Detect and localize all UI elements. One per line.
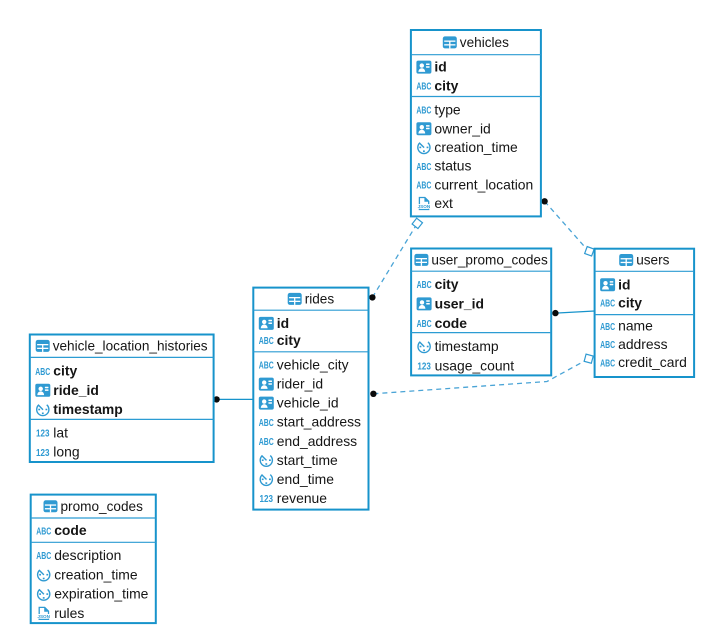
svg-text:123: 123	[260, 494, 274, 505]
svg-text:ABC: ABC	[600, 340, 615, 351]
svg-text:city: city	[618, 294, 642, 310]
svg-text:rules: rules	[54, 605, 84, 621]
svg-text:start_address: start_address	[277, 414, 361, 430]
svg-text:user_id: user_id	[435, 296, 484, 312]
svg-text:credit_card: credit_card	[618, 354, 687, 370]
svg-text:ABC: ABC	[416, 82, 431, 93]
svg-text:vehicles: vehicles	[460, 35, 509, 50]
svg-text:owner_id: owner_id	[434, 120, 490, 136]
svg-text:JSON: JSON	[37, 614, 50, 620]
svg-text:timestamp: timestamp	[435, 338, 499, 354]
svg-text:rides: rides	[305, 292, 335, 307]
svg-text:ABC: ABC	[36, 526, 51, 537]
svg-text:address: address	[618, 336, 667, 352]
svg-text:status: status	[434, 158, 471, 174]
svg-text:123: 123	[417, 362, 431, 373]
svg-text:ABC: ABC	[416, 181, 431, 192]
svg-text:ABC: ABC	[600, 358, 615, 369]
svg-text:ABC: ABC	[259, 437, 274, 448]
svg-text:city: city	[434, 77, 458, 93]
svg-text:creation_time: creation_time	[434, 139, 518, 155]
svg-text:usage_count: usage_count	[435, 358, 515, 374]
svg-text:123: 123	[36, 448, 50, 459]
svg-text:revenue: revenue	[277, 490, 327, 506]
svg-text:ext: ext	[434, 195, 453, 211]
svg-text:city: city	[435, 276, 459, 292]
svg-text:vehicle_location_histories: vehicle_location_histories	[53, 339, 208, 354]
svg-text:timestamp: timestamp	[53, 401, 122, 417]
svg-text:ABC: ABC	[417, 319, 432, 330]
svg-text:ABC: ABC	[600, 322, 615, 333]
svg-text:JSON: JSON	[418, 204, 431, 210]
svg-text:end_address: end_address	[277, 433, 357, 449]
svg-text:id: id	[618, 276, 630, 292]
svg-text:description: description	[54, 547, 121, 563]
svg-text:vehicle_city: vehicle_city	[277, 357, 349, 373]
svg-text:ABC: ABC	[259, 418, 274, 429]
svg-text:city: city	[277, 332, 301, 348]
svg-text:ABC: ABC	[417, 280, 432, 291]
svg-text:ABC: ABC	[416, 162, 431, 173]
svg-text:code: code	[435, 315, 468, 331]
svg-text:id: id	[277, 315, 289, 331]
svg-text:id: id	[434, 59, 446, 75]
svg-text:start_time: start_time	[277, 452, 338, 468]
svg-text:ABC: ABC	[259, 361, 274, 372]
svg-text:ride_id: ride_id	[53, 382, 99, 398]
svg-text:promo_codes: promo_codes	[61, 499, 144, 514]
svg-text:users: users	[636, 253, 669, 268]
svg-text:123: 123	[36, 429, 50, 440]
svg-text:rider_id: rider_id	[277, 376, 323, 392]
svg-text:ABC: ABC	[36, 551, 51, 562]
svg-text:ABC: ABC	[600, 299, 615, 310]
svg-text:current_location: current_location	[434, 176, 533, 192]
svg-text:code: code	[54, 522, 87, 538]
svg-text:ABC: ABC	[416, 106, 431, 117]
svg-text:type: type	[434, 102, 461, 118]
svg-text:city: city	[53, 363, 77, 379]
svg-text:expiration_time: expiration_time	[54, 586, 148, 602]
svg-text:creation_time: creation_time	[54, 566, 138, 582]
svg-text:lat: lat	[53, 424, 68, 440]
svg-text:ABC: ABC	[35, 367, 50, 378]
svg-text:end_time: end_time	[277, 471, 334, 487]
svg-text:name: name	[618, 318, 653, 334]
svg-text:long: long	[53, 444, 79, 460]
svg-text:ABC: ABC	[259, 336, 274, 347]
svg-text:user_promo_codes: user_promo_codes	[431, 253, 548, 268]
svg-text:vehicle_id: vehicle_id	[277, 395, 339, 411]
